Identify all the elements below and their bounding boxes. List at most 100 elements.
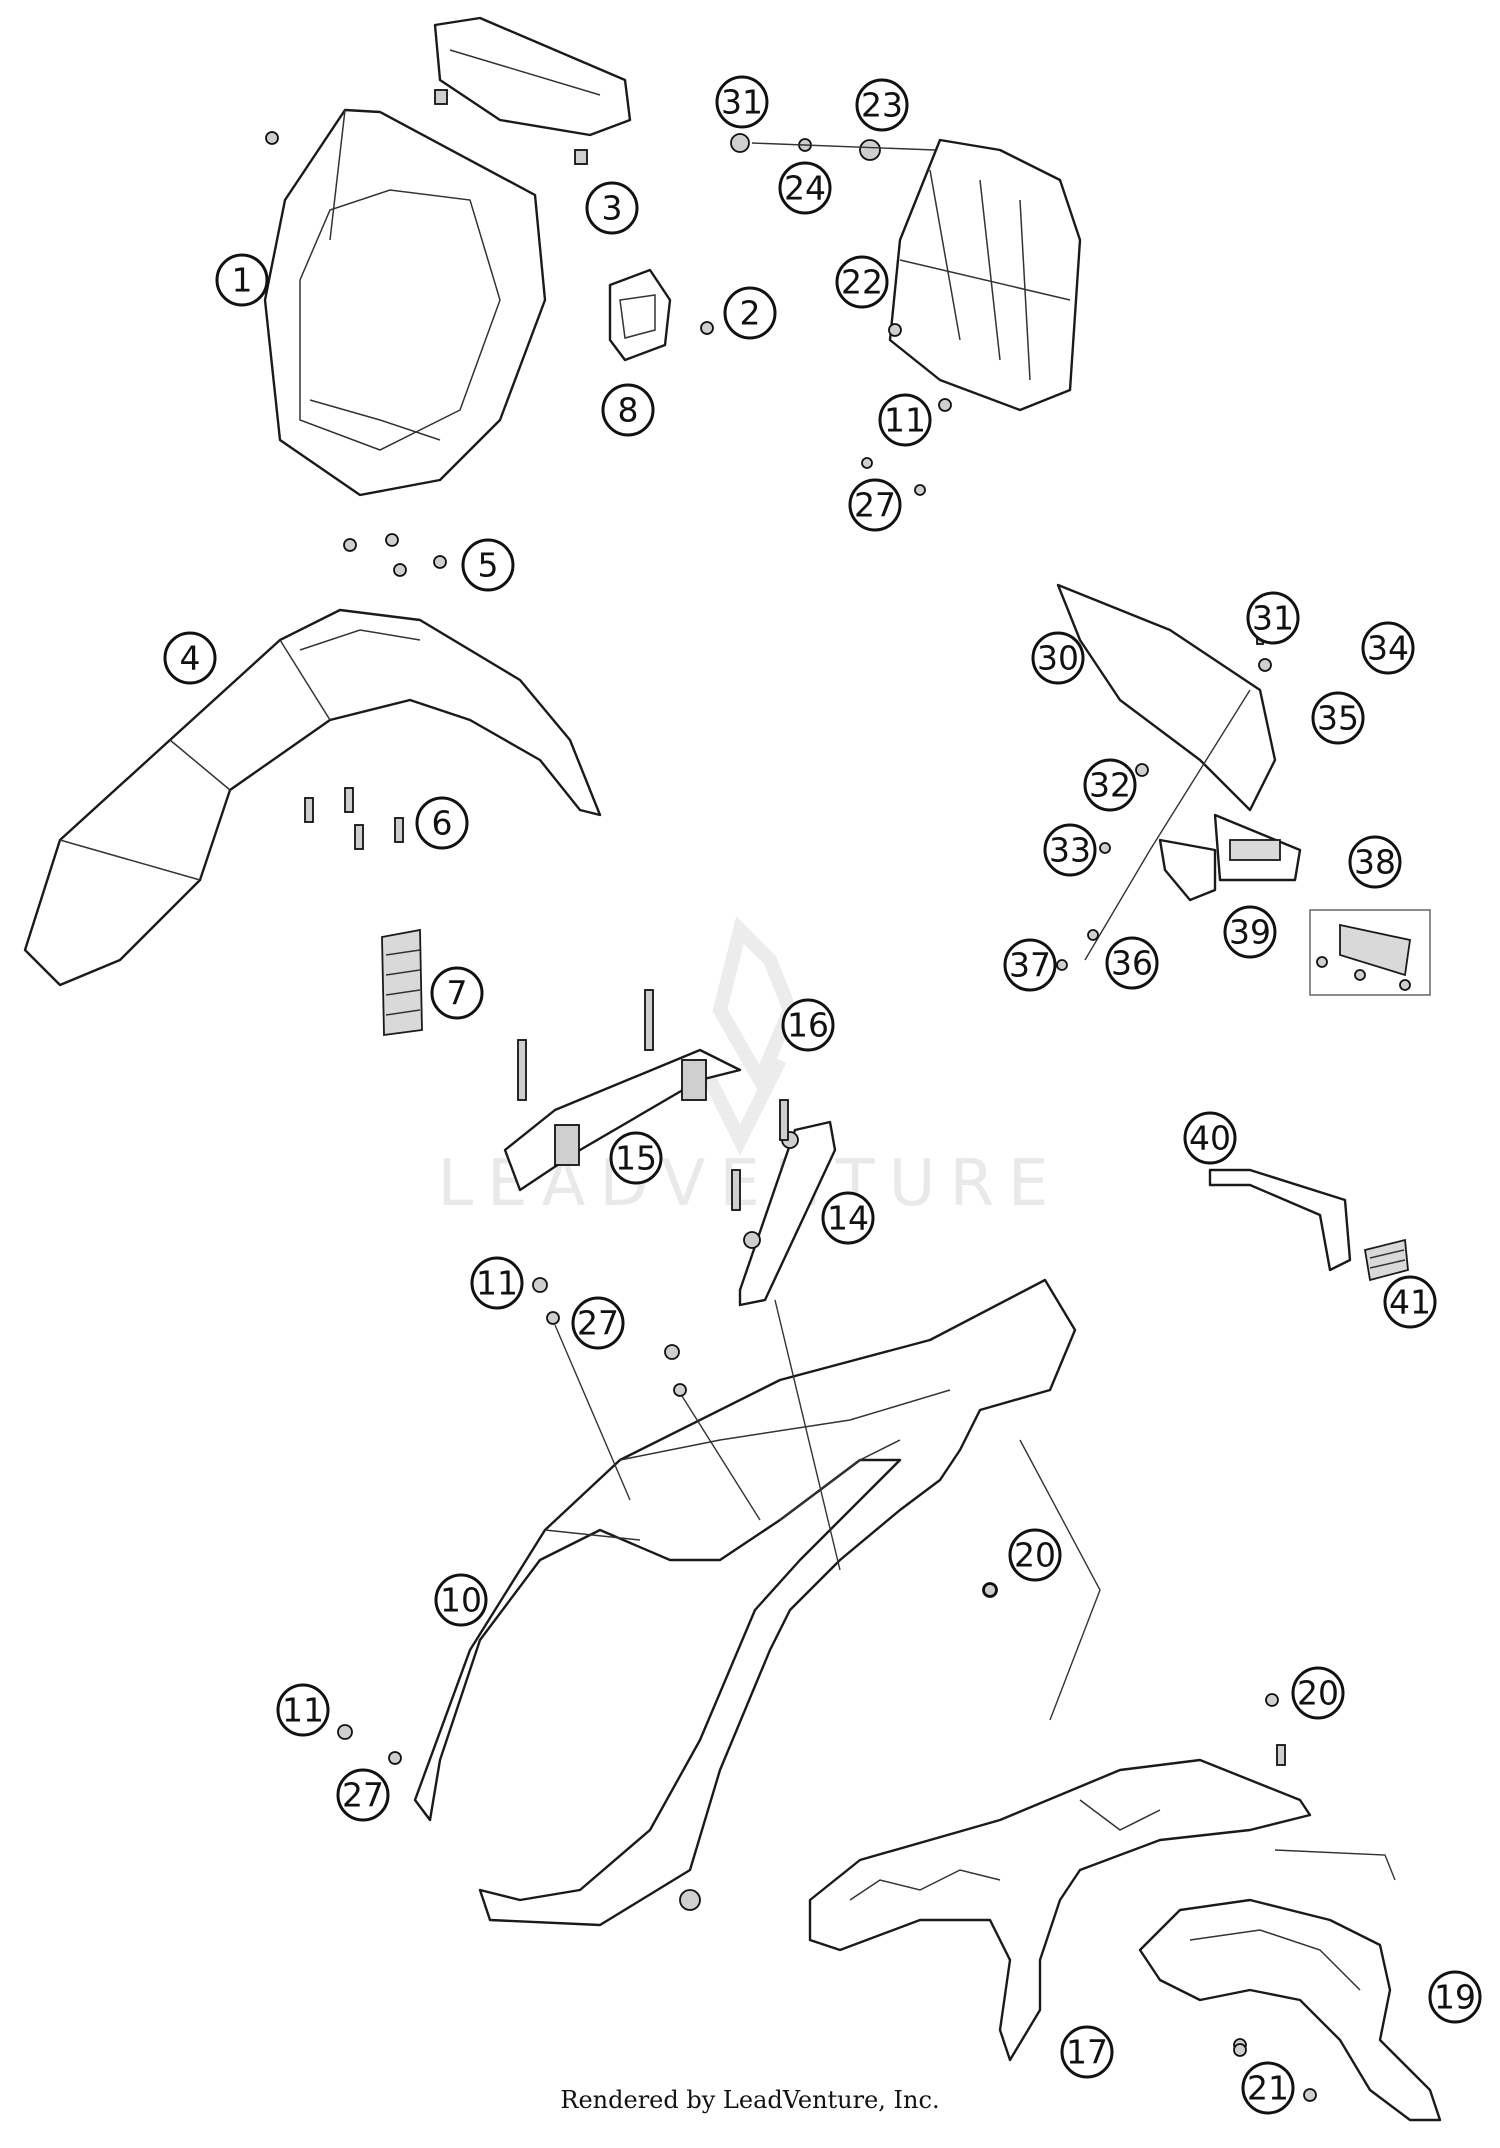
- callout-37: 37: [1003, 938, 1057, 992]
- callout-30: 30: [1031, 631, 1085, 685]
- callout-11: 11: [470, 1256, 524, 1310]
- svg-text:11: 11: [476, 1264, 518, 1303]
- svg-text:36: 36: [1111, 944, 1153, 983]
- callout-31: 31: [715, 75, 769, 129]
- svg-text:41: 41: [1389, 1283, 1431, 1322]
- callout-1: 1: [215, 253, 269, 307]
- callout-6: 6: [415, 796, 469, 850]
- svg-text:30: 30: [1037, 639, 1079, 678]
- svg-text:31: 31: [721, 83, 763, 122]
- hardware-5: [343, 533, 447, 577]
- callout-38: 38: [1348, 835, 1402, 889]
- reflector-41: [1363, 1238, 1409, 1282]
- svg-text:27: 27: [577, 1304, 619, 1343]
- hardware-11-27: [337, 1277, 998, 1765]
- callout-39: 39: [1223, 905, 1277, 959]
- svg-text:19: 19: [1434, 1978, 1476, 2017]
- number-plate-top: [265, 16, 632, 165]
- svg-text:10: 10: [440, 1581, 482, 1620]
- rear-fender-10: [413, 1278, 1077, 1927]
- front-fender: [23, 608, 602, 987]
- callout-33: 33: [1043, 823, 1097, 877]
- svg-text:17: 17: [1066, 2033, 1108, 2072]
- plate-light-38: [1309, 909, 1431, 996]
- svg-text:7: 7: [447, 974, 468, 1013]
- svg-text:5: 5: [478, 546, 499, 585]
- callout-21: 21: [1241, 2061, 1295, 2115]
- svg-text:21: 21: [1247, 2069, 1289, 2108]
- callout-7: 7: [430, 966, 484, 1020]
- airbox-22: [888, 138, 1082, 412]
- bolts-6: [304, 787, 404, 850]
- bracket-8: [608, 268, 714, 362]
- svg-text:11: 11: [282, 1691, 324, 1730]
- hardware-20-21: [983, 1583, 1279, 2057]
- svg-text:34: 34: [1367, 629, 1409, 668]
- footer-credit: Rendered by LeadVenture, Inc.: [560, 2086, 940, 2114]
- callout-10: 10: [434, 1573, 488, 1627]
- bracket-40: [1208, 1168, 1352, 1272]
- leader-lines: [1019, 1439, 1396, 1881]
- svg-text:31: 31: [1252, 599, 1294, 638]
- plate-bracket-39: [1158, 813, 1302, 902]
- callout-31: 31: [1246, 591, 1300, 645]
- svg-text:38: 38: [1354, 843, 1396, 882]
- callout-15: 15: [609, 1131, 663, 1185]
- callout-34: 34: [1361, 621, 1415, 675]
- callout-23: 23: [855, 78, 909, 132]
- subframe-17: [808, 1744, 1312, 2062]
- callout-14: 14: [821, 1191, 875, 1245]
- headlight-mask: [263, 108, 547, 497]
- callout-22: 22: [835, 255, 889, 309]
- svg-text:6: 6: [432, 804, 453, 843]
- svg-text:11: 11: [884, 401, 926, 440]
- callout-2: 2: [723, 286, 777, 340]
- svg-text:35: 35: [1317, 699, 1359, 738]
- svg-text:1: 1: [232, 261, 253, 300]
- hardware-top: [730, 133, 936, 496]
- callout-27: 27: [848, 478, 902, 532]
- svg-text:22: 22: [841, 263, 883, 302]
- callout-35: 35: [1311, 691, 1365, 745]
- svg-text:4: 4: [180, 639, 201, 678]
- callout-36: 36: [1105, 936, 1159, 990]
- svg-text:27: 27: [854, 486, 896, 525]
- svg-text:40: 40: [1189, 1119, 1231, 1158]
- callout-5: 5: [461, 538, 515, 592]
- callout-32: 32: [1083, 758, 1137, 812]
- callout-8: 8: [601, 383, 655, 437]
- callout-17: 17: [1060, 2025, 1114, 2079]
- callout-20: 20: [1008, 1528, 1062, 1582]
- svg-text:27: 27: [342, 1776, 384, 1815]
- svg-text:8: 8: [618, 391, 639, 430]
- side-panel-14: [731, 1099, 837, 1307]
- svg-text:39: 39: [1229, 913, 1271, 952]
- callout-3: 3: [585, 181, 639, 235]
- callout-11: 11: [878, 393, 932, 447]
- svg-text:23: 23: [861, 86, 903, 125]
- svg-text:15: 15: [615, 1139, 657, 1178]
- svg-text:20: 20: [1014, 1536, 1056, 1575]
- svg-text:2: 2: [740, 294, 761, 333]
- callout-27: 27: [336, 1768, 390, 1822]
- callout-24: 24: [778, 161, 832, 215]
- callout-27: 27: [571, 1296, 625, 1350]
- callout-11: 11: [276, 1683, 330, 1737]
- callout-41: 41: [1383, 1275, 1437, 1329]
- callout-4: 4: [163, 631, 217, 685]
- svg-text:24: 24: [784, 169, 826, 208]
- decal-7: [381, 928, 423, 1037]
- callout-19: 19: [1428, 1970, 1482, 2024]
- callout-16: 16: [781, 998, 835, 1052]
- svg-text:14: 14: [827, 1199, 869, 1238]
- svg-text:33: 33: [1049, 831, 1091, 870]
- callout-20: 20: [1291, 1666, 1345, 1720]
- svg-text:16: 16: [787, 1006, 829, 1045]
- svg-text:3: 3: [602, 189, 623, 228]
- rear-mudguard-19: [1138, 1898, 1442, 2122]
- callout-40: 40: [1183, 1111, 1237, 1165]
- svg-text:37: 37: [1009, 946, 1051, 985]
- grab-handle-15: [503, 989, 742, 1192]
- svg-text:32: 32: [1089, 766, 1131, 805]
